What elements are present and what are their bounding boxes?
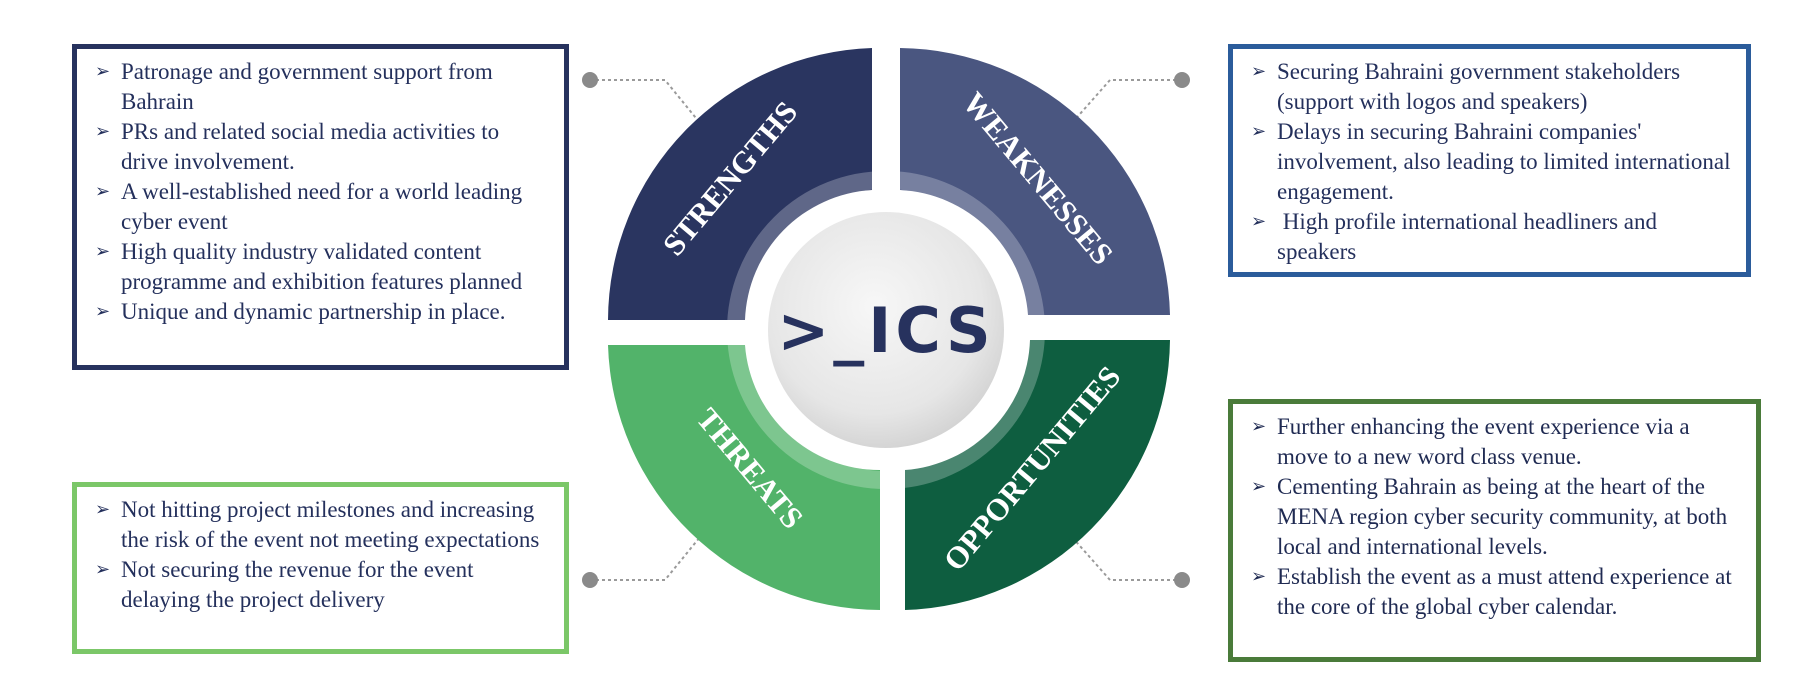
list-item: ➢ High profile international headliners … <box>1251 209 1663 264</box>
list-item: ➢Cementing Bahrain as being at the heart… <box>1251 474 1728 559</box>
arrowhead-bullet-icon: ➢ <box>95 121 111 142</box>
center-logo-disk <box>768 212 1004 448</box>
list-item: ➢Unique and dynamic partnership in place… <box>91 297 550 327</box>
connector-opportunities <box>1071 536 1190 588</box>
weaknesses-quadrant <box>900 48 1170 315</box>
list-item: ➢Establish the event as a must attend ex… <box>1251 564 1732 619</box>
ics-logo: >_ICS <box>777 294 994 367</box>
strengths-quadrant <box>608 48 872 320</box>
arrowhead-bullet-icon: ➢ <box>1251 566 1267 587</box>
opportunities-box: ➢Further enhancing the event experience … <box>1228 399 1761 662</box>
threats-quadrant <box>608 345 880 610</box>
opportunities-list: ➢Further enhancing the event experience … <box>1247 412 1742 622</box>
threats-list: ➢Not hitting project milestones and incr… <box>91 495 550 615</box>
arrowhead-bullet-icon: ➢ <box>1251 476 1267 497</box>
threats-box: ➢Not hitting project milestones and incr… <box>72 482 569 654</box>
arrowhead-bullet-icon: ➢ <box>1251 416 1267 437</box>
list-item: ➢A well-established need for a world lea… <box>95 179 523 234</box>
opportunities-quadrant <box>905 340 1170 610</box>
list-item: ➢PRs and related social media activities… <box>95 119 500 174</box>
arrowhead-bullet-icon: ➢ <box>1251 211 1267 232</box>
arrowhead-bullet-icon: ➢ <box>95 61 111 82</box>
arrowhead-bullet-icon: ➢ <box>1251 61 1267 82</box>
arrowhead-bullet-icon: ➢ <box>95 559 111 580</box>
list-item: ➢Patronage and government support from B… <box>95 59 493 114</box>
list-item: ➢Not securing the revenue for the event … <box>95 557 474 612</box>
strengths-list: ➢Patronage and government support from B… <box>91 57 550 327</box>
connector-strengths <box>582 72 701 124</box>
connector-weaknesses <box>1071 72 1190 124</box>
connector-threats <box>582 536 701 588</box>
list-item: ➢Not hitting project milestones and incr… <box>95 497 540 552</box>
weaknesses-list: ➢Securing Bahraini government stakeholde… <box>1247 57 1732 267</box>
list-item: ➢Further enhancing the event experience … <box>1251 414 1690 469</box>
weaknesses-box: ➢Securing Bahraini government stakeholde… <box>1228 44 1751 277</box>
arrowhead-bullet-icon: ➢ <box>95 499 111 520</box>
list-item: ➢Delays in securing Bahraini companies' … <box>1251 119 1731 204</box>
arrowhead-bullet-icon: ➢ <box>1251 121 1267 142</box>
strengths-box: ➢Patronage and government support from B… <box>72 44 569 370</box>
list-item: ➢High quality industry validated content… <box>95 239 523 294</box>
arrowhead-bullet-icon: ➢ <box>95 241 111 262</box>
arrowhead-bullet-icon: ➢ <box>95 301 111 322</box>
list-item: ➢Securing Bahraini government stakeholde… <box>1251 59 1681 114</box>
arrowhead-bullet-icon: ➢ <box>95 181 111 202</box>
